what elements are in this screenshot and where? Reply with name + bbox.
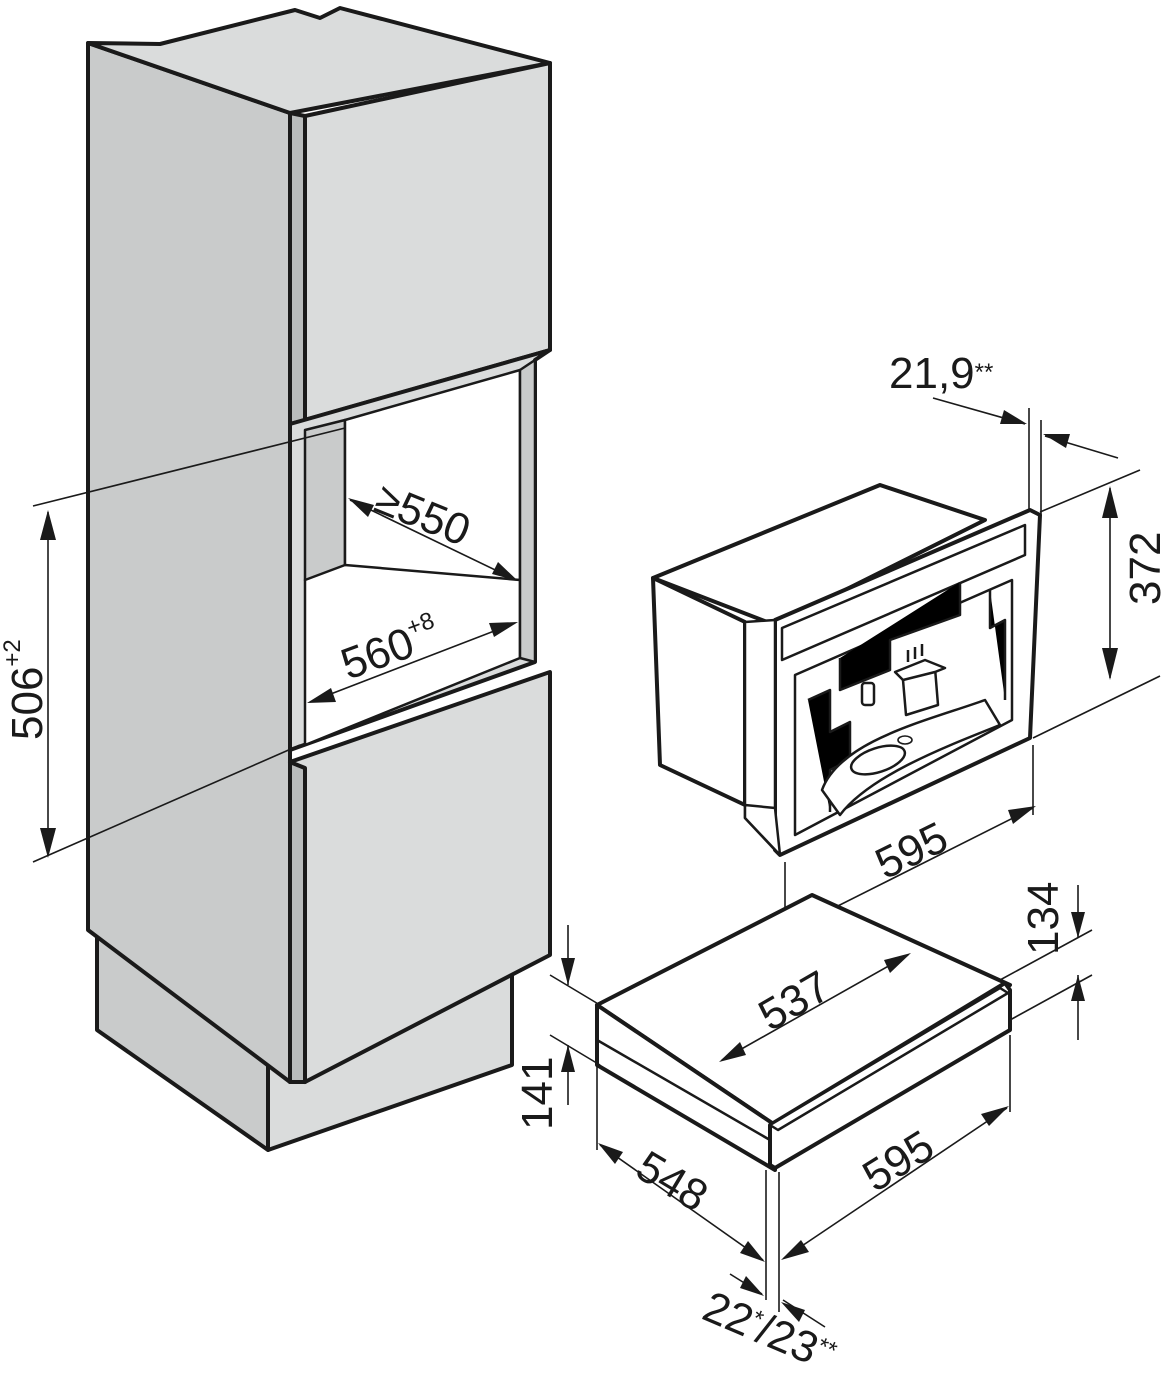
niche-height-value: 506: [3, 667, 52, 740]
warming-drawer-icon: [595, 893, 1012, 1172]
coffee-machine-icon: [651, 483, 1042, 857]
drawer-front-height-value: 134: [1019, 882, 1068, 955]
cabinet-top: [86, 6, 552, 115]
cabinet-niche-right-wall: [518, 358, 537, 664]
dimension-drawer-front-height: 134: [999, 882, 1093, 1040]
machine-body-side: [651, 576, 747, 807]
dimension-machine-height: 372: [1032, 469, 1162, 739]
dimension-front-offset: 21,9**: [889, 349, 1119, 515]
machine-height-value: 372: [1121, 532, 1162, 605]
machine-width-value: 595: [868, 813, 955, 889]
drawer-height-value: 141: [513, 1057, 562, 1130]
niche-extension-lines: [32, 427, 346, 863]
niche-height-tolerance: +2: [0, 639, 26, 666]
machine-control-strip: [780, 523, 1027, 662]
machine-drip-tray: [820, 698, 1002, 817]
svg-text:21,9**: 21,9**: [889, 349, 993, 398]
drawer-front-offset-a: 22: [696, 1282, 760, 1346]
drawer-front-panel: [768, 981, 1012, 1170]
cabinet-side-panel: [86, 41, 292, 1084]
machine-body-top: [651, 483, 987, 627]
cabinet-upper-door-edge: [288, 111, 307, 426]
machine-milk-spout: [860, 681, 876, 707]
drawer-width-value: 595: [854, 1121, 942, 1201]
tall-cabinet-icon: [86, 6, 552, 1152]
cabinet-lower-door: [288, 670, 552, 1084]
svg-text:22*/23**: 22*/23**: [696, 1282, 842, 1381]
cabinet-lower-door-edge: [288, 760, 307, 1084]
machine-cup-grid: [849, 744, 907, 776]
drawer-front-lip: [768, 986, 1010, 1132]
machine-recess-steps: [807, 688, 852, 812]
front-offset-value: 21,9: [889, 349, 975, 398]
dimension-drawer-height: 141: [513, 925, 601, 1130]
cabinet-niche-left-wall: [303, 418, 347, 582]
front-offset-suffix: **: [975, 359, 994, 386]
drawer-depth-value: 548: [628, 1142, 716, 1222]
dimension-drawer-front-offset: 22*/23**: [696, 1273, 842, 1381]
svg-text:506+2: 506+2: [0, 639, 52, 740]
dimension-niche-height: 506+2: [0, 510, 56, 858]
